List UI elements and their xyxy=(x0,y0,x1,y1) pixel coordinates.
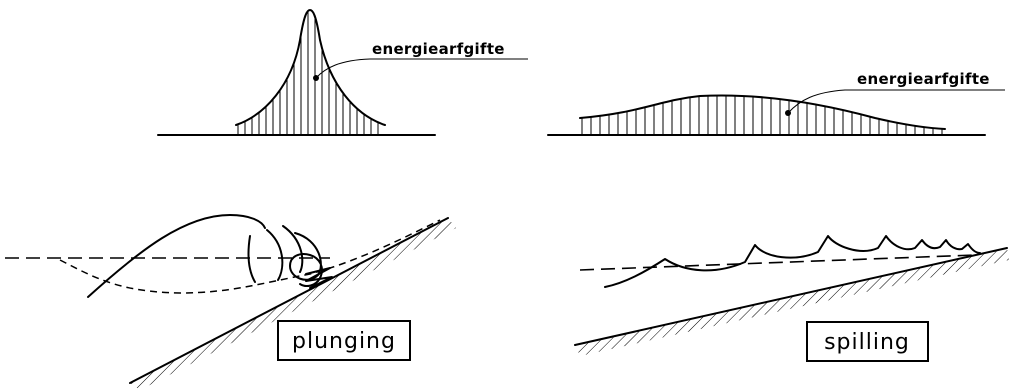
plunging-slope-hatch xyxy=(130,218,456,390)
plunging-curl-arc-1 xyxy=(248,236,255,282)
spilling-energy-label: energiearfgifte xyxy=(857,70,990,88)
plunging-energy-label: energiearfgifte xyxy=(372,40,505,58)
plunging-energy-leader-dot xyxy=(313,75,319,81)
spilling-breaker: spilling xyxy=(575,236,1009,361)
plunging-energy-hatching xyxy=(238,0,378,135)
plunging-energy-graph: energiearfgifte xyxy=(158,0,528,135)
plunging-curl-arc-3 xyxy=(283,226,302,272)
plunging-breaker: plunging xyxy=(5,215,456,390)
spilling-energy-leader-line xyxy=(788,90,1005,113)
plunging-type-label: plunging xyxy=(292,329,396,354)
spilling-energy-hatching xyxy=(582,80,942,135)
plunging-jet-loop xyxy=(290,233,322,286)
plunging-curl-arc-2 xyxy=(267,230,282,280)
plunging-energy-leader-line xyxy=(316,59,528,78)
spilling-slope-hatch xyxy=(575,248,1009,356)
plunging-energy-curve xyxy=(236,10,385,125)
spilling-type-label: spilling xyxy=(824,330,910,355)
spilling-energy-leader-dot xyxy=(785,110,791,116)
spilling-energy-graph: energiearfgifte xyxy=(548,70,1005,135)
